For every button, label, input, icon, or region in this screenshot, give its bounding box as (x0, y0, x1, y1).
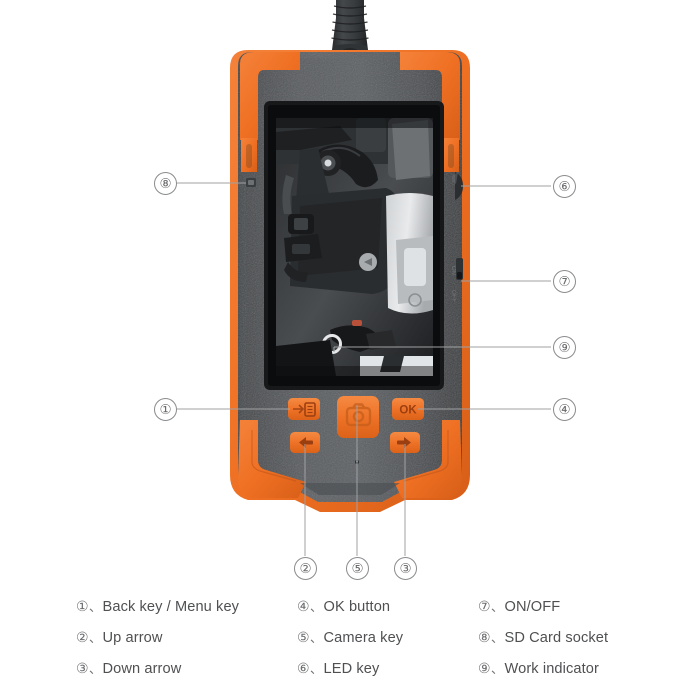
down-arrow-key[interactable] (390, 432, 420, 453)
legend-label: OK button (323, 599, 391, 615)
legend-number: ⑤ (297, 630, 310, 646)
callout-7: ⑦ (553, 270, 576, 293)
legend-separator: 、 (491, 600, 504, 614)
cable-strain-relief (331, 0, 369, 59)
ok-label: OK (399, 405, 417, 417)
callout-leader-lines (177, 182, 551, 556)
camera-icon (345, 403, 372, 427)
camera-key[interactable] (337, 396, 379, 438)
legend-number: ② (76, 630, 89, 646)
legend-item: ⑤ 、 Camera key (297, 623, 477, 654)
back-menu-key[interactable] (288, 398, 320, 420)
legend-number: ④ (297, 599, 310, 615)
legend: ① 、 Back key / Menu key ② 、 Up arrow ③ 、… (0, 592, 700, 692)
on-off-switch[interactable]: ON OFF (450, 258, 463, 302)
callout-8: ⑧ (154, 172, 177, 195)
legend-label: Camera key (323, 630, 404, 646)
legend-number: ③ (76, 661, 89, 677)
legend-separator: 、 (89, 631, 102, 645)
legend-separator: 、 (491, 662, 504, 676)
legend-item: ① 、 Back key / Menu key (76, 592, 286, 623)
legend-separator: 、 (310, 631, 323, 645)
legend-label: Down arrow (102, 661, 182, 677)
legend-item: ⑥ 、 LED key (297, 654, 477, 685)
callout-6: ⑥ (553, 175, 576, 198)
sd-card-socket[interactable] (246, 178, 256, 187)
legend-column-3: ⑦ 、 ON/OFF ⑧ 、 SD Card socket ⑨ 、 Work i… (478, 592, 688, 685)
legend-item: ⑦ 、 ON/OFF (478, 592, 688, 623)
callout-3: ③ (394, 557, 417, 580)
callout-2: ② (294, 557, 317, 580)
up-arrow-icon (299, 437, 313, 448)
body-bottom-detail (300, 483, 400, 495)
legend-label: Back key / Menu key (102, 599, 240, 615)
legend-number: ① (76, 599, 89, 615)
legend-separator: 、 (310, 600, 323, 614)
screen-photo (276, 118, 433, 376)
callout-9: ⑨ (553, 336, 576, 359)
menu-list-icon (304, 402, 316, 417)
svg-text:ON: ON (450, 266, 456, 275)
callout-4: ④ (553, 398, 576, 421)
ok-button[interactable]: OK (392, 398, 424, 420)
legend-number: ⑧ (478, 630, 491, 646)
legend-label: Work indicator (504, 661, 599, 677)
legend-column-2: ④ 、 OK button ⑤ 、 Camera key ⑥ 、 LED key (297, 592, 477, 685)
lcd-screen (264, 101, 444, 390)
legend-column-1: ① 、 Back key / Menu key ② 、 Up arrow ③ 、… (76, 592, 286, 685)
legend-separator: 、 (491, 631, 504, 645)
legend-item: ⑨ 、 Work indicator (478, 654, 688, 685)
legend-label: ON/OFF (504, 599, 561, 615)
legend-item: ⑧ 、 SD Card socket (478, 623, 688, 654)
legend-number: ⑥ (297, 661, 310, 677)
svg-text:OFF: OFF (450, 290, 456, 302)
legend-item: ④ 、 OK button (297, 592, 477, 623)
legend-label: Up arrow (102, 630, 163, 646)
led-key[interactable] (452, 172, 463, 200)
legend-separator: 、 (310, 662, 323, 676)
legend-item: ② 、 Up arrow (76, 623, 286, 654)
up-arrow-key[interactable] (290, 432, 320, 453)
down-arrow-icon (397, 437, 411, 448)
legend-separator: 、 (89, 600, 102, 614)
legend-item: ③ 、 Down arrow (76, 654, 286, 685)
legend-separator: 、 (89, 662, 102, 676)
legend-number: ⑦ (478, 599, 491, 615)
legend-label: SD Card socket (504, 630, 609, 646)
corner-bumpers (238, 52, 462, 498)
callout-1: ① (154, 398, 177, 421)
legend-number: ⑨ (478, 661, 491, 677)
callout-5: ⑤ (346, 557, 369, 580)
legend-label: LED key (323, 661, 380, 677)
